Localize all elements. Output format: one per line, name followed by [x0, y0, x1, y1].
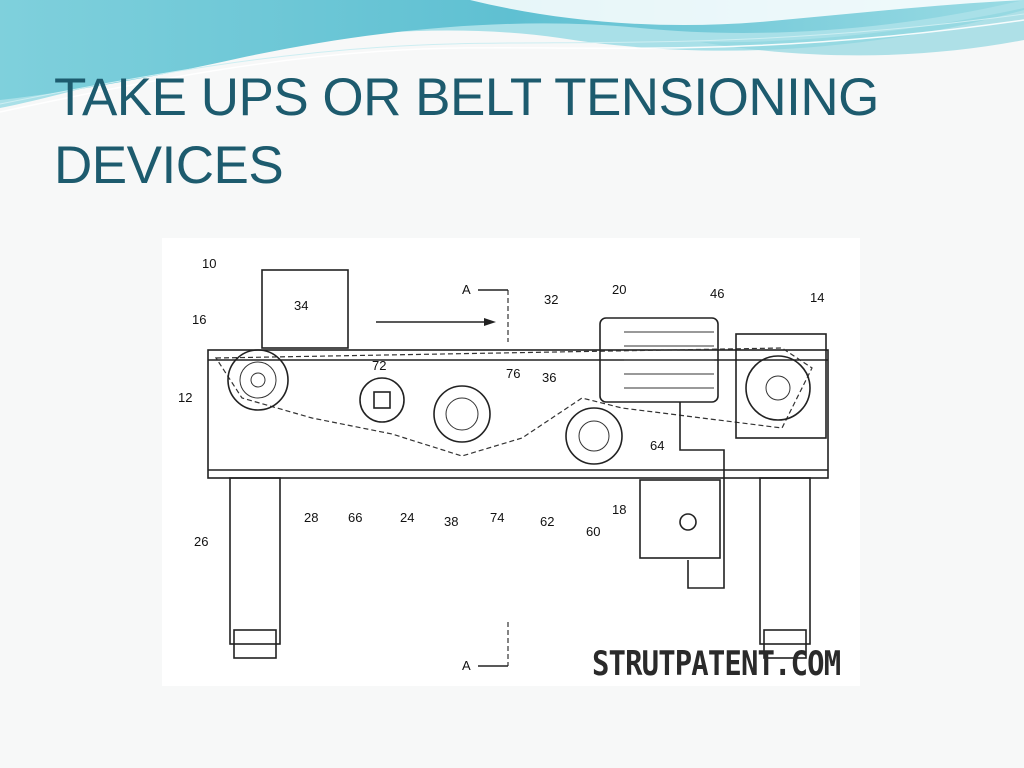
slide-title: TAKE UPS OR BELT TENSIONING DEVICES: [54, 64, 954, 200]
leg-foot-left: [233, 629, 277, 659]
label-62: 62: [540, 514, 554, 529]
head-pulley: [227, 349, 289, 411]
drive-motor-46: [599, 317, 719, 403]
electrical-conduit: [679, 402, 725, 589]
label-74: 74: [490, 510, 504, 525]
control-box: [639, 479, 721, 559]
tail-pulley-60-inner: [578, 420, 610, 452]
label-38: 38: [444, 514, 458, 529]
wave-right-band: [700, 8, 1024, 56]
gearbox-drive-hub: [765, 375, 791, 401]
gearbox-14: [735, 333, 827, 439]
wave-line-2: [0, 13, 1024, 105]
label-76: 76: [506, 366, 520, 381]
slide-title-line-1: TAKE UPS OR BELT TENSIONING: [54, 68, 879, 127]
head-pulley-hub: [250, 372, 266, 388]
conveyor-drawing-svg: 10 34 16 12 32 20 46 14 72 76 36 64 28 6…: [178, 256, 829, 673]
label-20: 20: [612, 282, 626, 297]
watermark-text: STRUTPATENT.COM: [592, 644, 841, 684]
leg-foot-right: [763, 629, 807, 659]
label-60: 60: [586, 524, 600, 539]
label-34: 34: [294, 298, 308, 313]
snub-pulley-74: [433, 385, 491, 443]
patent-drawing-conveyor: 10 34 16 12 32 20 46 14 72 76 36 64 28 6…: [162, 238, 860, 686]
support-leg-right: [759, 477, 811, 645]
label-64: 64: [650, 438, 664, 453]
conveyor-frame: [207, 349, 829, 479]
wave-line: [0, 19, 1024, 113]
label-24: 24: [400, 510, 414, 525]
take-up-bearing: [373, 391, 391, 409]
label-32: 32: [544, 292, 558, 307]
label-36: 36: [542, 370, 556, 385]
label-72: 72: [372, 358, 386, 373]
label-46: 46: [710, 286, 724, 301]
label-10: 10: [202, 256, 216, 271]
slide-title-line-2: DEVICES: [54, 136, 284, 195]
label-12: 12: [178, 390, 192, 405]
decorative-wave-header: [0, 0, 1024, 113]
wave-highlight: [470, 0, 1024, 26]
label-66: 66: [348, 510, 362, 525]
conveyor-belt: [214, 347, 813, 457]
head-pulley-inner: [239, 361, 277, 399]
label-26: 26: [194, 534, 208, 549]
wave-band-main: [0, 0, 1024, 100]
gearbox-drive-wheel: [745, 355, 811, 421]
label-28: 28: [304, 510, 318, 525]
label-14: 14: [810, 290, 824, 305]
flow-arrow-head: [484, 318, 496, 326]
section-mark-bottom: A: [462, 658, 471, 673]
control-switch: [679, 513, 697, 531]
tail-pulley-60: [565, 407, 623, 465]
label-16: 16: [192, 312, 206, 327]
take-up-pulley-66: [359, 377, 405, 423]
support-leg-left: [229, 477, 281, 645]
hopper-box-34: [261, 269, 349, 349]
label-18: 18: [612, 502, 626, 517]
snub-pulley-74-inner: [445, 397, 479, 431]
section-mark-top: A: [462, 282, 471, 297]
